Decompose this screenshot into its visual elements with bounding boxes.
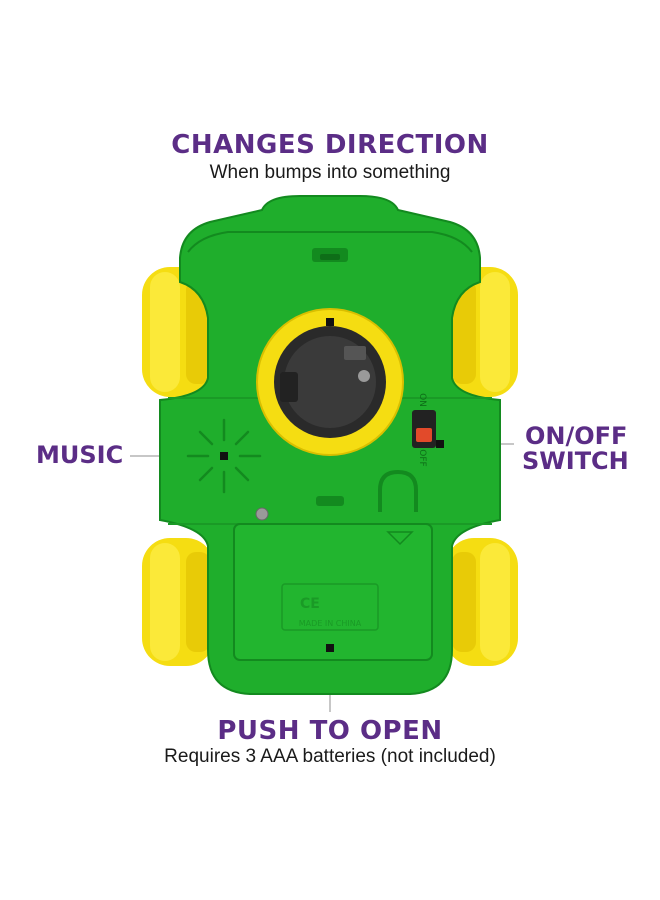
battery-cover: CE MADE IN CHINA [233,523,433,661]
front-left-wheel [142,538,214,666]
rear-right-wheel [446,267,518,397]
speaker-grille [186,418,262,494]
battery-callout-subtitle: Requires 3 AAA batteries (not included) [164,746,496,767]
battery-door-latch [255,469,418,521]
bump-sensor-mechanism [256,308,404,456]
front-right-wheel [446,538,518,666]
direction-callout-subtitle: When bumps into something [209,162,451,183]
music-callout-title: MUSIC [36,441,124,469]
ce-mark: CE [300,596,320,612]
switch-on-marking: ON [417,393,427,407]
on-off-switch: ON OFF [412,393,444,467]
made-in-china-marking: MADE IN CHINA [299,619,362,628]
direction-callout-title: CHANGES DIRECTION [171,130,489,160]
switch-off-marking: OFF [417,449,427,466]
push-to-open-callout-title: PUSH TO OPEN [217,716,443,746]
switch-callout-title-line1: ON/OFF [525,422,628,450]
switch-callout-title-line2: SWITCH [522,447,629,475]
